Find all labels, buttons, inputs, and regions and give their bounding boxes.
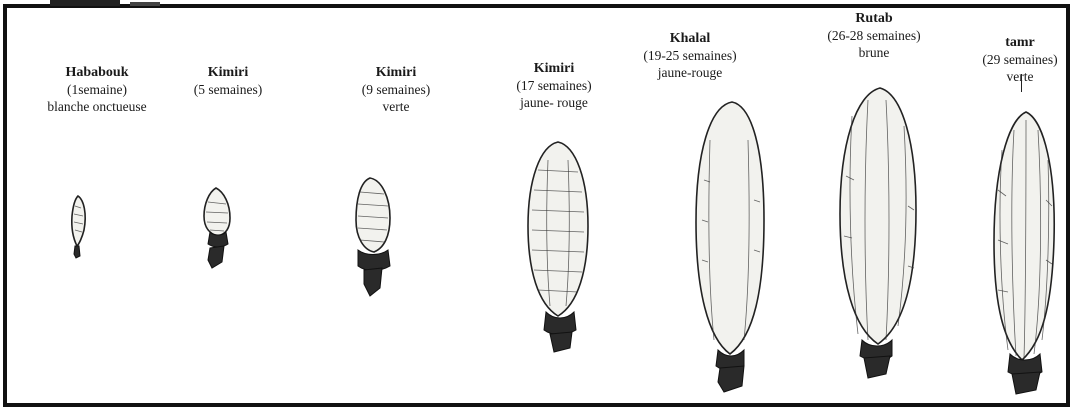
stage-5-fruit-drawing xyxy=(684,100,774,396)
stage-3-fruit-drawing xyxy=(350,176,396,300)
stage-6-duration: (26-28 semaines) xyxy=(827,27,920,44)
stray-tick-mark xyxy=(1021,74,1022,92)
stage-4-label: Kimiri (17 semaines) jaune- rouge xyxy=(516,60,591,111)
stage-5-color: jaune-rouge xyxy=(643,64,736,81)
stage-4-duration: (17 semaines) xyxy=(516,77,591,94)
stage-5-label: Khalal (19-25 semaines) jaune-rouge xyxy=(643,30,736,81)
stage-7-fruit-drawing xyxy=(986,110,1062,396)
stage-7-color: verte xyxy=(982,68,1057,85)
stage-4-color: jaune- rouge xyxy=(516,94,591,111)
stage-7-name: tamr xyxy=(982,34,1057,51)
stage-3-color: verte xyxy=(362,98,431,115)
stage-4-name: Kimiri xyxy=(516,60,591,77)
stage-3-name: Kimiri xyxy=(362,64,431,81)
stage-4-fruit-drawing xyxy=(520,140,596,356)
stage-6-fruit-drawing xyxy=(828,86,924,382)
stage-1-color: blanche onctueuse xyxy=(47,98,146,115)
stage-7-duration: (29 semaines) xyxy=(982,51,1057,68)
stage-1-name: Hababouk xyxy=(47,64,146,81)
stage-2-label: Kimiri (5 semaines) xyxy=(194,64,263,98)
stage-2-fruit-drawing xyxy=(198,186,236,276)
stage-6-name: Rutab xyxy=(827,10,920,27)
stage-1-label: Hababouk (1semaine) blanche onctueuse xyxy=(47,64,146,115)
stage-6-label: Rutab (26-28 semaines) brune xyxy=(827,10,920,61)
stage-3-duration: (9 semaines) xyxy=(362,81,431,98)
cropped-header-remnant xyxy=(50,0,170,7)
stage-1-duration: (1semaine) xyxy=(47,81,146,98)
stage-7-label: tamr (29 semaines) verte xyxy=(982,34,1057,85)
stage-5-name: Khalal xyxy=(643,30,736,47)
stage-1-fruit-drawing xyxy=(66,194,90,260)
stage-2-duration: (5 semaines) xyxy=(194,81,263,98)
stage-3-label: Kimiri (9 semaines) verte xyxy=(362,64,431,115)
stage-2-name: Kimiri xyxy=(194,64,263,81)
stage-5-duration: (19-25 semaines) xyxy=(643,47,736,64)
stage-6-color: brune xyxy=(827,44,920,61)
